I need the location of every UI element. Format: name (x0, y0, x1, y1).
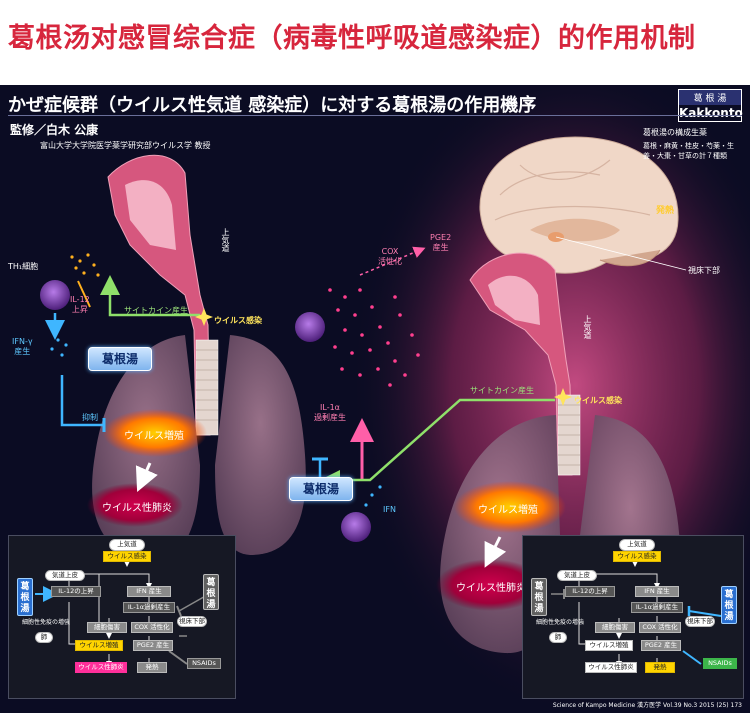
fc-left-immunity: 細胞性免疫の増強 (21, 619, 70, 626)
cytokine-green-arrow-left (100, 275, 200, 317)
left-airway (107, 154, 219, 436)
fc-right-lung: 肺 (549, 632, 567, 643)
fc-left-il1a-overproduction: IL-1α過剰産生 (123, 602, 175, 613)
pge2-label: PGE2 産生 (430, 233, 452, 252)
fc-right-cox-activation: COX 活性化 (639, 622, 681, 633)
panel-title: かぜ症候群（ウイルス性気道 感染症）に対する葛根湯の作用機序 (8, 95, 537, 116)
upper-airway-label-right: 上気道 (583, 315, 592, 339)
fc-right-pge2-production: PGE2 産生 (641, 640, 681, 651)
hypothalamus-label: 視床下部 (688, 266, 720, 275)
fc-left-fever: 発熱 (137, 662, 167, 673)
kakkonto-button-left: 葛根湯 (88, 347, 152, 371)
brain-illustration (479, 136, 679, 274)
cox-pink-arrow (359, 246, 426, 276)
fc-left-pge2-production: PGE2 産生 (133, 640, 173, 651)
illustration-canvas (40, 85, 750, 713)
pneumonia-label-left: ウイルス性肺炎 (102, 503, 172, 514)
fc-right-upper-airway: 上気道 (619, 539, 655, 551)
cytokine-label-right: サイトカイン産生 (470, 386, 534, 395)
fc-right-cell-damage: 細胞傷害 (595, 622, 635, 633)
cox-label: COX 活性化 (378, 247, 402, 266)
fever-label: 発熱 (656, 206, 675, 216)
il12-label: IL-12 上昇 (70, 295, 90, 314)
page-title: 葛根汤对感冒综合症（病毒性呼吸道感染症）的作用机制 (8, 22, 696, 54)
ifn-gamma-label: IFN-γ 産生 (12, 337, 33, 356)
il1a-label: IL-1α 過剰産生 (314, 403, 346, 422)
infection-label-right: ウイルス感染 (574, 396, 622, 405)
right-virus-growth-spot (454, 481, 566, 533)
ifn-label: IFN (383, 505, 396, 514)
fc-right-fever: 発熱 (645, 662, 675, 673)
th1-label: TH₁細胞 (8, 262, 39, 271)
fc-right-kakkonto-gray: 葛根湯 (531, 578, 547, 616)
fc-right-viral-pneumonia: ウイルス性肺炎 (585, 662, 637, 673)
fc-right-immunity: 細胞性免疫の増強 (535, 619, 584, 626)
ifn-particles (364, 485, 382, 507)
flowchart-left-arrows (35, 556, 210, 669)
composition-title: 葛根湯の構成生薬 (643, 128, 707, 137)
fc-left-nsaids: NSAIDs (187, 658, 221, 669)
diagram-panel: かぜ症候群（ウイルス性気道 感染症）に対する葛根湯の作用機序 葛 根 湯 Kak… (0, 85, 750, 713)
fc-right-nsaids: NSAIDs (703, 658, 737, 669)
flowchart-right: 上気道 ウイルス感染 葛根湯 気道上皮 IL-12の上昇 細胞性免疫の増強 肺 … (522, 535, 744, 699)
middle-cell-top (295, 312, 325, 342)
virus-growth-label-right: ウイルス増殖 (478, 505, 538, 516)
fc-right-il12-rise: IL-12の上昇 (565, 586, 615, 597)
fc-right-ifn-production: IFN 産生 (635, 586, 679, 597)
fc-right-virus-infection: ウイルス感染 (613, 551, 661, 562)
virus-growth-label-left: ウイルス増殖 (124, 431, 184, 442)
header-divider (8, 115, 742, 116)
flowchart-left: 上気道 ウイルス感染 葛根湯 気道上皮 IL-12の上昇 細胞性免疫の増強 肺 … (8, 535, 236, 699)
kakkonto-badge: 葛 根 湯 Kakkonto (678, 89, 743, 122)
kakkonto-button-middle: 葛根湯 (289, 477, 353, 501)
fc-left-ifn-production: IFN 産生 (127, 586, 171, 597)
badge-english: Kakkonto (679, 106, 743, 120)
fc-right-kakkonto-blue: 葛根湯 (721, 586, 737, 624)
fc-left-upper-airway: 上気道 (109, 539, 145, 551)
fc-left-virus-infection: ウイルス感染 (103, 551, 151, 562)
fc-left-cox-activation: COX 活性化 (131, 622, 173, 633)
hypothalamus-pointer (555, 236, 687, 271)
left-virus-growth-spot (103, 409, 207, 457)
il12-arrow (77, 280, 91, 308)
left-infection-star (195, 308, 213, 326)
ifn-gamma-particles (50, 338, 68, 357)
fc-left-kakkonto-gray: 葛根湯 (203, 574, 219, 610)
fc-left-kakkonto-blue: 葛根湯 (17, 578, 33, 616)
affiliation: 富山大学大学院医学薬学研究部ウイルス学 教授 (40, 141, 211, 150)
cytokine-label-left: サイトカイン産生 (124, 306, 188, 315)
supervisor: 監修／白木 公康 (10, 123, 99, 137)
il12-particles (70, 253, 100, 277)
citation-footer: Science of Kampo Medicine 漢方医学 Vol.39 No… (552, 702, 742, 709)
composition-list: 葛根・麻黄・桂皮・芍薬・生姜・大棗・甘草の計７種類 (643, 142, 734, 160)
left-growth-arrow (135, 462, 158, 492)
fc-left-il12-rise: IL-12の上昇 (51, 586, 101, 597)
fc-right-virus-growth: ウイルス増殖 (585, 640, 633, 651)
suppress-label: 抑制 (82, 413, 98, 422)
th1-cell (40, 280, 70, 310)
fc-right-airway-epithelium: 気道上皮 (557, 570, 597, 581)
fc-right-hypothalamus: 視床下部 (685, 616, 715, 627)
right-growth-arrow (484, 536, 507, 568)
fc-right-il1a-overproduction: IL-1α過剰産生 (631, 602, 683, 613)
fc-left-hypothalamus: 視床下部 (177, 616, 207, 627)
right-airway (469, 252, 581, 476)
fc-left-virus-growth: ウイルス増殖 (75, 640, 123, 651)
middle-cell-bottom (341, 512, 371, 542)
fc-left-lung: 肺 (35, 632, 53, 643)
infection-label-left: ウイルス感染 (214, 316, 262, 325)
badge-japanese: 葛 根 湯 (679, 90, 741, 105)
left-pneumonia-spot (87, 483, 183, 527)
fc-left-airway-epithelium: 気道上皮 (45, 570, 85, 581)
right-pneumonia-spot (436, 559, 544, 611)
suppress-blue-line (60, 375, 103, 427)
middle-pink-particles (328, 288, 420, 387)
upper-airway-label-left: 上気道 (221, 228, 230, 252)
right-infection-star (554, 388, 572, 406)
fc-left-cell-damage: 細胞傷害 (87, 622, 127, 633)
fc-left-viral-pneumonia: ウイルス性肺炎 (75, 662, 127, 673)
pneumonia-label-right: ウイルス性肺炎 (456, 583, 526, 594)
